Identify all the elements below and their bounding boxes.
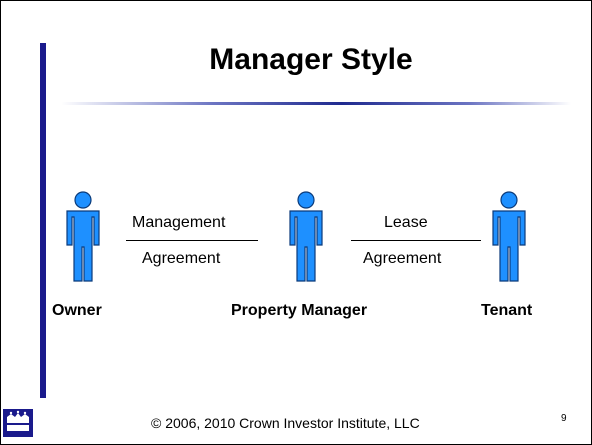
manager-person-icon xyxy=(286,191,326,283)
owner-person-icon xyxy=(63,191,103,283)
lease-agreement-label: Agreement xyxy=(363,250,442,267)
slide-title: Manager Style xyxy=(209,43,413,76)
tenant-label: Tenant xyxy=(481,302,533,319)
management-connector-line xyxy=(126,240,258,241)
title-divider xyxy=(61,102,571,105)
lease-connector-line xyxy=(351,240,481,241)
management-agreement-label: Agreement xyxy=(142,250,221,267)
owner-label: Owner xyxy=(52,302,102,319)
tenant-person-icon xyxy=(489,191,529,283)
manager-label: Property Manager xyxy=(231,302,368,319)
lease-label: Lease xyxy=(384,214,428,231)
accent-bar xyxy=(40,43,46,398)
management-label: Management xyxy=(132,214,226,231)
footer-copyright: © 2006, 2010 Crown Investor Institute, L… xyxy=(151,415,420,431)
crown-logo-icon xyxy=(3,409,33,437)
page-number: 9 xyxy=(561,413,567,424)
